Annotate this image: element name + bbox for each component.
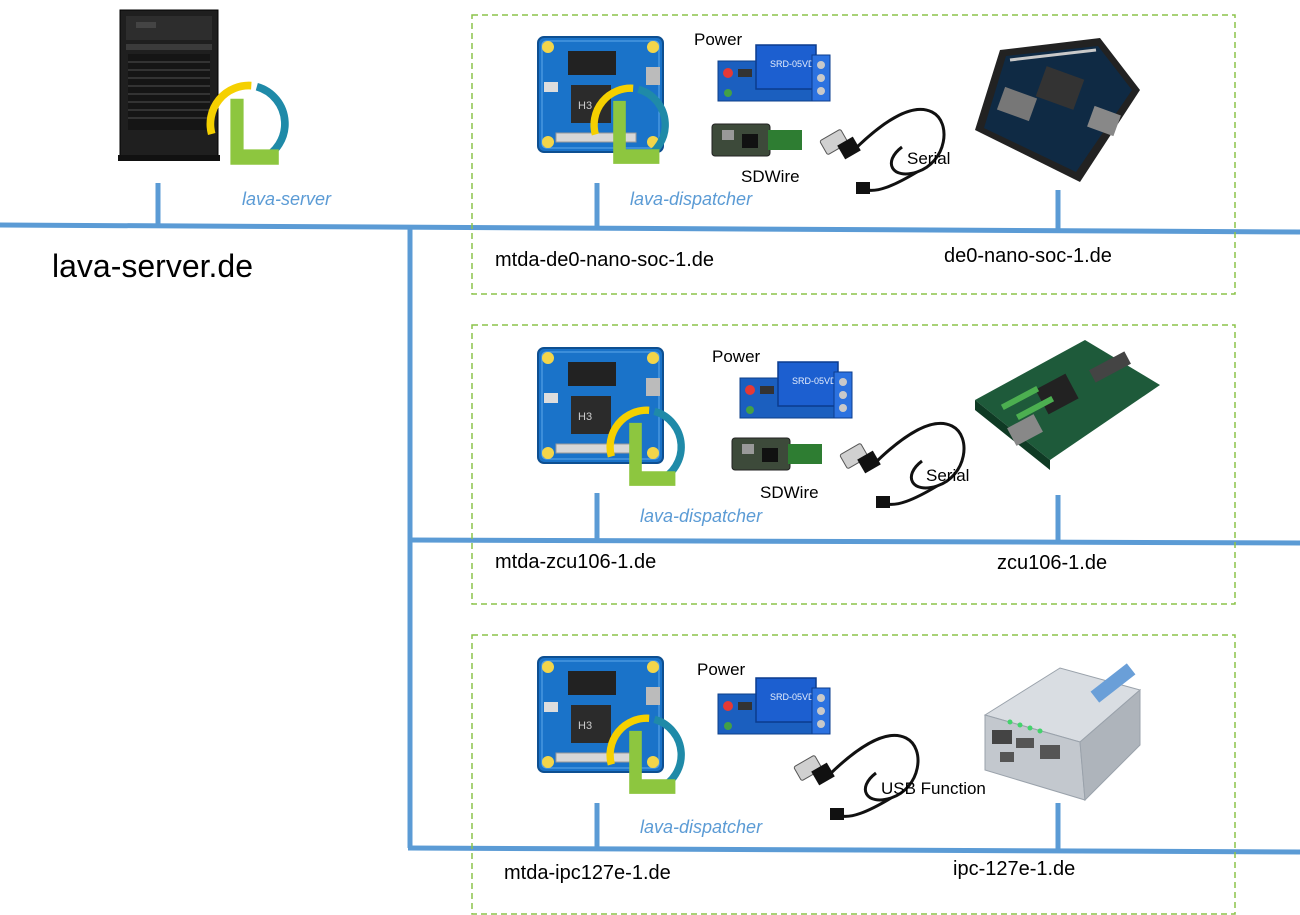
cable-label-2: Serial xyxy=(926,466,970,485)
network-segment-3 xyxy=(407,845,1300,855)
cable-label-1: Serial xyxy=(907,149,951,168)
cable-label-3: USB Function xyxy=(881,779,986,798)
relay-image-2 xyxy=(739,361,853,419)
power-label-1: Power xyxy=(694,30,743,49)
server-hostname: lava-server.de xyxy=(52,248,253,284)
power-label-3: Power xyxy=(697,660,746,679)
sdwire-label-1: SDWire xyxy=(741,167,800,186)
rack-group-2 xyxy=(471,324,1236,605)
ipc127e-image xyxy=(983,663,1142,802)
network-segment-2 xyxy=(407,537,1300,546)
dut-hostname-1: de0-nano-soc-1.de xyxy=(944,245,1112,267)
dut-hostname-2: zcu106-1.de xyxy=(997,552,1108,574)
power-label-2: Power xyxy=(712,347,761,366)
server-role-label: lava-server xyxy=(242,189,332,209)
sdwire-image-2 xyxy=(731,437,823,471)
network-backbone xyxy=(0,222,1300,235)
sdwire-image-1 xyxy=(711,123,803,157)
usb-cable-image-3 xyxy=(792,733,920,822)
relay-image-3 xyxy=(717,677,831,735)
rack-group-1 xyxy=(471,14,1236,295)
dispatcher-role-label-1: lava-dispatcher xyxy=(630,189,753,209)
relay-image-1 xyxy=(717,44,831,102)
mtda-hostname-2: mtda-zcu106-1.de xyxy=(495,551,657,573)
dispatcher-role-label-3: lava-dispatcher xyxy=(640,817,763,837)
server-tower-image xyxy=(118,9,220,161)
rack-group-3 xyxy=(471,634,1236,915)
sdwire-label-2: SDWire xyxy=(760,483,819,502)
dispatcher-role-label-2: lava-dispatcher xyxy=(640,506,763,526)
dut-hostname-3: ipc-127e-1.de xyxy=(953,858,1076,880)
de0-nano-soc-board-image xyxy=(975,38,1140,182)
mtda-board-image-3 xyxy=(537,656,664,773)
mtda-hostname-1: mtda-de0-nano-soc-1.de xyxy=(495,249,715,271)
zcu106-board-image xyxy=(975,340,1160,470)
mtda-board-image-2 xyxy=(537,347,664,464)
mtda-hostname-3: mtda-ipc127e-1.de xyxy=(504,862,671,884)
lava-server-logo-icon xyxy=(210,86,285,165)
